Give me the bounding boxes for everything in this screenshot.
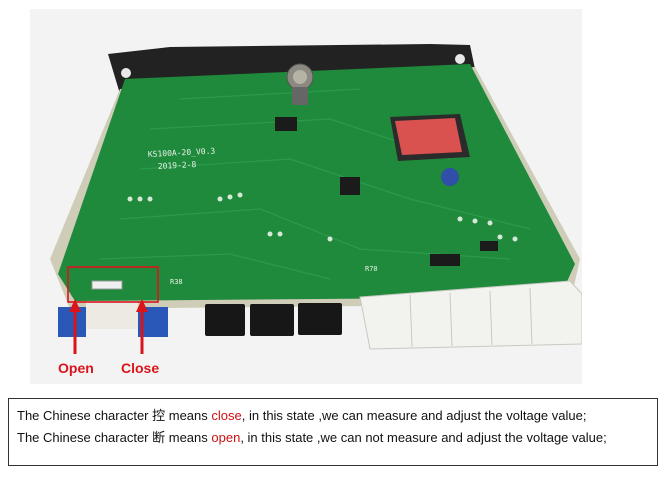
callout-arrows bbox=[69, 299, 148, 354]
connector-white bbox=[359, 280, 582, 350]
caption-1-keyword: close bbox=[211, 408, 242, 423]
caption-1-suffix: , in this state ,we can measure and adju… bbox=[241, 408, 587, 423]
caption-2-prefix: The Chinese character bbox=[17, 430, 153, 445]
capacitor bbox=[441, 168, 459, 186]
connector-black-1 bbox=[205, 304, 245, 336]
caption-2-mid: means bbox=[165, 430, 212, 445]
connector-black-2 bbox=[250, 304, 294, 336]
switch-housing bbox=[86, 301, 138, 329]
close-label: Close bbox=[121, 360, 160, 376]
caption-1-char: 控 bbox=[152, 409, 166, 424]
caption-2-suffix: , in this state ,we can not measure and … bbox=[240, 430, 607, 445]
pcb-illustration: KS100A-20_V0.3 2019-2-8 R38 R70 bbox=[30, 9, 582, 384]
connector-black-3 bbox=[298, 303, 342, 335]
silkscreen-r70: R70 bbox=[365, 265, 378, 273]
caption-1-prefix: The Chinese character bbox=[17, 408, 153, 423]
open-label: Open bbox=[58, 360, 94, 376]
caption-2-keyword: open bbox=[211, 430, 241, 445]
caption-1-mid: means bbox=[165, 408, 212, 423]
slide-switch bbox=[91, 280, 123, 290]
caption-line-1: The Chinese character 控 means close, in … bbox=[17, 405, 649, 427]
silkscreen-r38: R38 bbox=[170, 278, 183, 286]
silkscreen-2: 2019-2-8 bbox=[158, 160, 197, 171]
caption-box: The Chinese character 控 means close, in … bbox=[8, 398, 658, 466]
switch-highlight-box bbox=[67, 266, 159, 303]
caption-2-char: 断 bbox=[152, 431, 166, 446]
caption-line-2: The Chinese character 断 means open, in t… bbox=[17, 427, 649, 449]
pcb-photo: KS100A-20_V0.3 2019-2-8 R38 R70 bbox=[30, 9, 582, 384]
silkscreen-1: KS100A-20_V0.3 bbox=[148, 146, 216, 159]
